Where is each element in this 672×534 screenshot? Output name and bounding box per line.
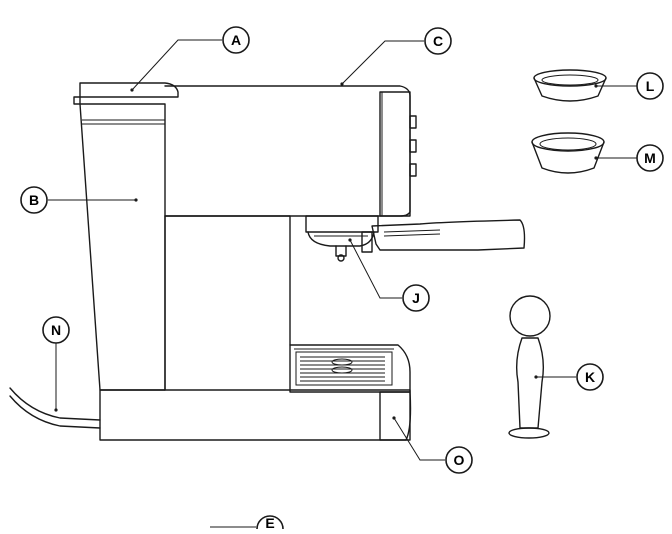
callout-k-label: K	[585, 369, 595, 385]
callout-n-label: N	[51, 322, 61, 338]
callout-k: K	[576, 363, 604, 391]
callout-m-label: M	[644, 150, 656, 166]
button-middle	[409, 139, 417, 153]
drip-grid	[300, 356, 385, 382]
callout-a: A	[222, 26, 250, 54]
leader-lines	[48, 39, 637, 528]
power-cord	[9, 387, 101, 429]
button-bottom	[409, 163, 417, 177]
water-tank-lid	[73, 82, 179, 105]
callout-a-label: A	[231, 32, 241, 48]
callout-c: C	[424, 27, 452, 55]
callout-j-label: J	[412, 290, 420, 306]
callout-b-label: B	[29, 192, 39, 208]
coffee-tamper	[508, 295, 551, 439]
filter-double	[531, 132, 605, 174]
machine-column	[164, 215, 291, 391]
callout-j: J	[402, 284, 430, 312]
callout-l-label: L	[646, 78, 655, 94]
machine-body	[164, 85, 411, 217]
callout-o-label: O	[454, 452, 465, 468]
callout-m: M	[636, 144, 664, 172]
callout-n: N	[42, 316, 70, 344]
callout-o: O	[445, 446, 473, 474]
filter-holder	[305, 215, 526, 262]
control-buttons	[409, 115, 417, 177]
leader-dots	[54, 82, 598, 420]
button-top	[409, 115, 417, 129]
callout-e: E	[256, 515, 284, 534]
callout-e-label: E	[265, 515, 274, 529]
callout-c-label: C	[433, 33, 443, 49]
drip-tray	[289, 344, 411, 393]
filter-single	[533, 69, 607, 102]
callout-b: B	[20, 186, 48, 214]
machine-base	[99, 389, 412, 441]
water-tank	[79, 103, 166, 391]
callout-l: L	[636, 72, 664, 100]
